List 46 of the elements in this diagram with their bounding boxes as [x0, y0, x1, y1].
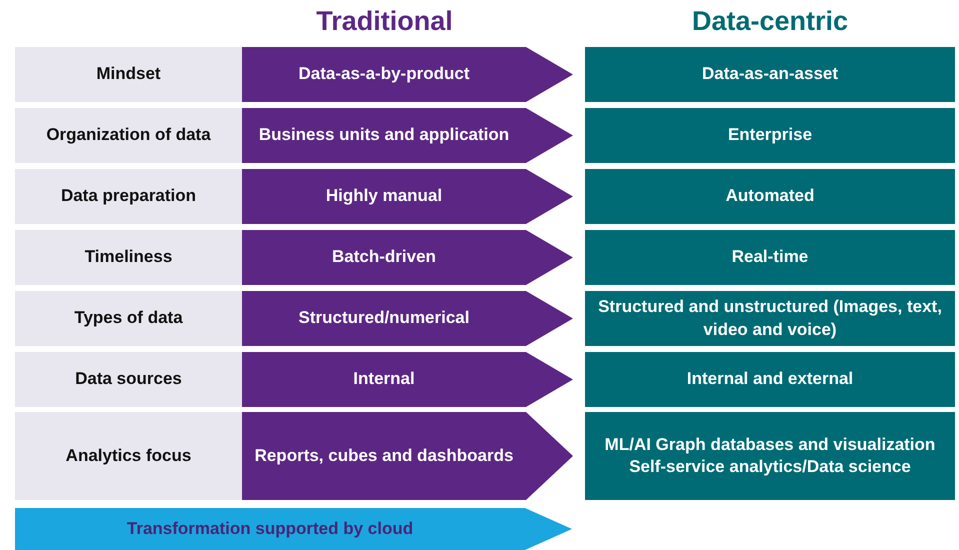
- column-heading: Traditional: [315, 6, 454, 37]
- traditional-chevron: [242, 352, 573, 407]
- node-text: Data-as-a-by-product: [298, 63, 470, 86]
- node-text: Data preparation: [60, 185, 198, 208]
- traditional-chevron: [242, 291, 573, 346]
- traditional-chevron: [242, 108, 573, 163]
- traditional-chevron: [242, 169, 573, 224]
- data-centric-box: [585, 230, 955, 285]
- data-centric-box: [585, 47, 955, 102]
- node-text: Batch-driven: [331, 246, 437, 268]
- node-text: Reports, cubes and dashboards: [254, 444, 514, 467]
- node-text: Types of data: [73, 307, 184, 330]
- column-heading: Data-centric: [690, 6, 850, 37]
- node-text: Internal: [352, 368, 416, 390]
- row-header: [15, 169, 242, 224]
- traditional-chevron: [242, 47, 573, 102]
- node-text: Structured/numerical: [298, 307, 470, 330]
- node-text: Enterprise: [726, 124, 814, 146]
- node-text: ML/AI Graph databases and visualization Self-service analytics/Data science: [604, 434, 936, 478]
- row-header: [15, 47, 242, 102]
- node-text: Data-as-an-asset: [700, 63, 840, 86]
- node-text: Automated: [724, 185, 816, 208]
- row-header: [15, 352, 242, 407]
- node-text: Mindset: [95, 63, 162, 86]
- node-text: Transformation supported by cloud: [126, 518, 414, 540]
- node-text: Business units and application: [258, 124, 510, 146]
- traditional-chevron: [242, 230, 573, 285]
- data-centric-box: [585, 352, 955, 407]
- node-text: Structured and unstructured (Images, text, video and voice): [597, 296, 943, 340]
- node-text: Organization of data: [45, 124, 212, 146]
- row-header: [15, 230, 242, 285]
- cloud-chevron: [15, 508, 572, 550]
- row-header: [15, 412, 242, 500]
- node-text: Analytics focus: [64, 444, 192, 467]
- node-text: Highly manual: [324, 185, 444, 208]
- node-text: Internal and external: [686, 368, 854, 390]
- data-centric-box: [585, 169, 955, 224]
- node-text: Timeliness: [84, 246, 174, 268]
- row-header: [15, 291, 242, 346]
- data-centric-box: [585, 291, 955, 346]
- data-centric-box: [585, 108, 955, 163]
- row-header: [15, 108, 242, 163]
- traditional-chevron: [242, 412, 573, 500]
- node-text: Real-time: [730, 246, 810, 268]
- data-centric-box: [585, 412, 955, 500]
- node-text: Data sources: [74, 368, 183, 390]
